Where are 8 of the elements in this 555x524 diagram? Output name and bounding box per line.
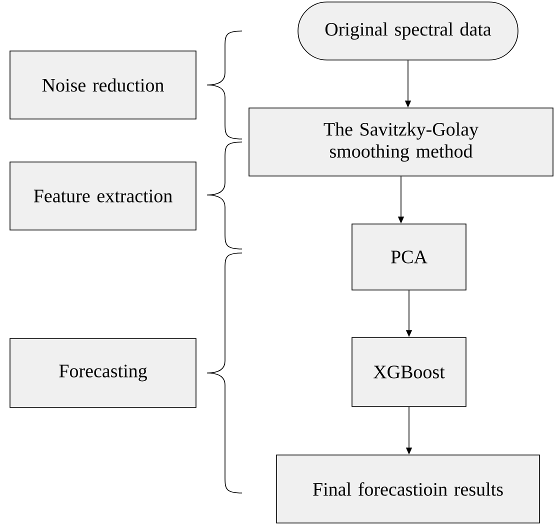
stage-box: Noise reduction [10,50,196,120]
stage-box: Feature extraction [10,162,196,230]
stage-box: Forecasting [10,338,196,408]
terminal-box: Original spectral data [298,2,518,60]
process-box: Final forecastioin results [276,454,540,524]
process-box: The Savitzky-Golay smoothing method [248,108,554,176]
process-box: PCA [352,224,466,290]
process-box: XGBoost [352,337,466,407]
